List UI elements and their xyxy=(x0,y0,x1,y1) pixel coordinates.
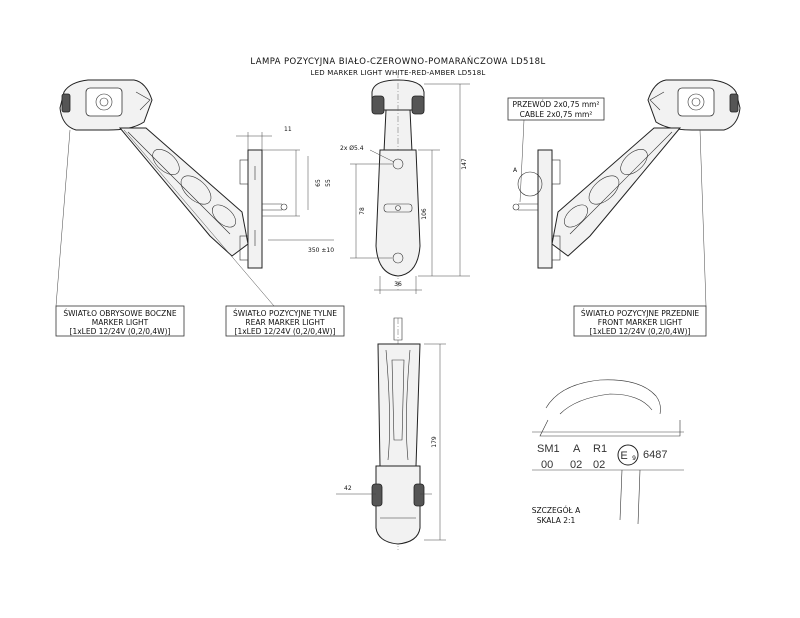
dim-42: 42 xyxy=(344,485,352,492)
e-approval-circle xyxy=(617,444,639,466)
rear-marker-box xyxy=(225,305,345,337)
bottom-cable-gland xyxy=(393,317,403,341)
mark-e9: 9 xyxy=(632,455,636,462)
rear-marker-en: REAR MARKER LIGHT xyxy=(245,318,325,327)
label-front-marker: ŚWIATŁO POZYCYJNE PRZEDNIE FRONT MARKER … xyxy=(573,129,707,337)
left-arm-window-3 xyxy=(211,204,237,228)
dim-78: 78 xyxy=(359,207,366,215)
mark-e: E xyxy=(620,450,627,462)
dim-350: 350 ±10 xyxy=(308,247,334,254)
left-side-view: 11 65 55 350 ±10 xyxy=(59,79,334,269)
dim-106: 106 xyxy=(421,208,428,220)
label-rear-marker: ŚWIATŁO POZYCYJNE TYLNE REAR MARKER LIGH… xyxy=(123,129,345,337)
mark-a: A xyxy=(573,443,581,455)
center-front-view: 2x Ø5.4 78 106 147 36 xyxy=(340,72,470,294)
left-arm-window-2 xyxy=(180,175,212,205)
mark-sm1: SM1 xyxy=(537,443,560,455)
detail-a-circle xyxy=(517,171,543,197)
center-hole-top xyxy=(392,158,404,170)
cable-label-pl: PRZEWÓD 2x0,75 mm² xyxy=(512,100,599,109)
front-marker-spec: [1xLED 12/24V (0,2/0,4W)] xyxy=(590,327,691,336)
left-side-reflector xyxy=(61,93,71,113)
mark-approval-number: 6487 xyxy=(643,449,667,461)
rear-marker-pl: ŚWIATŁO POZYCYJNE TYLNE xyxy=(233,309,337,318)
mark-00: 00 xyxy=(541,459,553,471)
cable-callout-box xyxy=(507,97,605,121)
cable-label-en: CABLE 2x0,75 mm² xyxy=(520,110,593,119)
left-lens-led xyxy=(95,93,113,111)
center-mount-plate xyxy=(375,149,421,277)
side-marker-en: MARKER LIGHT xyxy=(92,318,149,327)
dim-11: 11 xyxy=(284,126,292,133)
dim-36: 36 xyxy=(394,281,402,288)
detail-a-view: SM1 A R1 00 02 02 E 9 6487 SZCZEGÓŁ A SK… xyxy=(532,379,684,525)
left-mount-plate xyxy=(247,149,263,269)
mark-02-b: 02 xyxy=(593,459,605,471)
bottom-profile-view: 179 42 xyxy=(336,317,446,550)
right-lens-led xyxy=(687,93,705,111)
left-lamp-lens xyxy=(85,87,123,117)
label-side-marker: ŚWIATŁO OBRYSOWE BOCZNE MARKER LIGHT [1x… xyxy=(55,129,185,337)
dim-holes: 2x Ø5.4 xyxy=(340,145,364,152)
front-marker-pl: ŚWIATŁO POZYCYJNE PRZEDNIE xyxy=(581,309,700,318)
right-mount-plate xyxy=(537,149,553,269)
front-marker-box xyxy=(573,305,707,337)
side-marker-pl: ŚWIATŁO OBRYSOWE BOCZNE xyxy=(63,309,176,318)
right-cable xyxy=(518,203,538,211)
right-arm-window-2 xyxy=(588,175,620,205)
center-hole-bottom xyxy=(392,252,404,264)
detail-title: SZCZEGÓŁ A xyxy=(532,506,581,515)
dim-179: 179 xyxy=(431,436,438,448)
mark-02-a: 02 xyxy=(570,459,582,471)
bottom-stem xyxy=(377,343,421,467)
right-lamp-lens xyxy=(677,87,715,117)
side-marker-spec: [1xLED 12/24V (0,2/0,4W)] xyxy=(70,327,171,336)
left-arm-window-1 xyxy=(152,149,180,175)
right-side-view: A PRZEWÓD 2x0,75 mm² CABLE 2x0,75 mm² xyxy=(507,79,741,269)
rear-marker-spec: [1xLED 12/24V (0,2/0,4W)] xyxy=(235,327,336,336)
dim-147: 147 xyxy=(461,158,468,170)
left-arm xyxy=(118,127,249,257)
dim-55: 55 xyxy=(325,179,332,187)
detail-a-pointer: A xyxy=(513,167,518,174)
left-cable xyxy=(262,203,282,211)
mark-r1: R1 xyxy=(593,443,607,455)
bottom-lamp-head xyxy=(375,465,421,545)
right-arm-window-3 xyxy=(563,204,589,228)
right-side-reflector xyxy=(729,93,739,113)
front-marker-en: FRONT MARKER LIGHT xyxy=(598,318,683,327)
right-arm-window-1 xyxy=(620,149,648,175)
right-arm xyxy=(551,127,682,257)
side-marker-box xyxy=(55,305,185,337)
detail-scale: SKALA 2:1 xyxy=(537,516,576,525)
dim-65: 65 xyxy=(315,179,322,187)
title-polish: LAMPA POZYCYJNA BIAŁO-CZEROWNO-POMARAŃCZ… xyxy=(250,55,545,67)
